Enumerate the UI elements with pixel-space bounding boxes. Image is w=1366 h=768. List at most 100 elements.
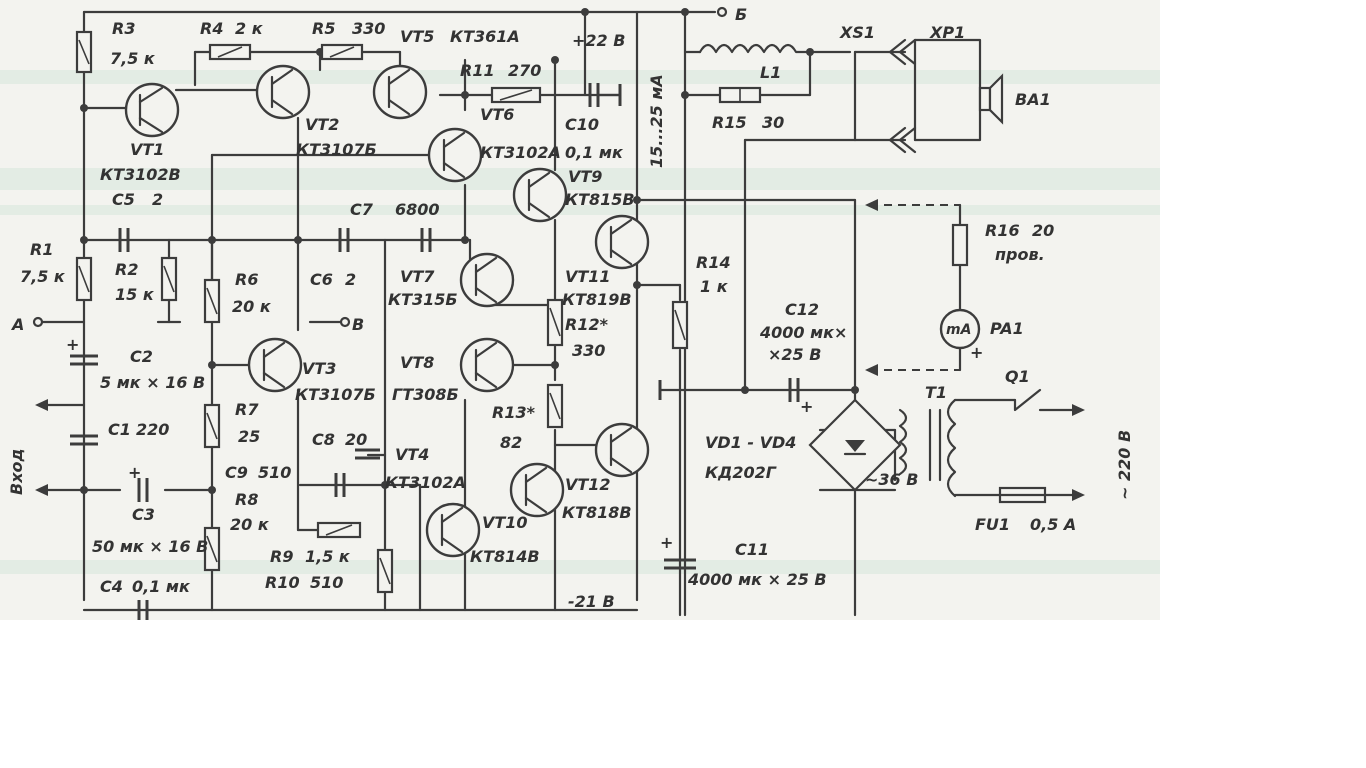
label-plus22: +22 В [572, 31, 625, 50]
terminal-a [32, 316, 44, 328]
capacitor-c12 [788, 378, 800, 402]
label-vt8: VT8 [400, 353, 434, 372]
label-q1: Q1 [1005, 367, 1030, 386]
transistor-vt11 [594, 214, 650, 270]
label-c2-plus: + [66, 335, 79, 354]
label-c8-val: 20 [345, 430, 367, 449]
label-r7: R7 [235, 400, 259, 419]
label-r9: R9 [270, 547, 293, 566]
label-r5-top-val: 330 [352, 19, 385, 38]
label-mains: ~ 220 В [1115, 430, 1134, 500]
label-bias-current: 15...25 мА [647, 74, 666, 168]
label-r3-val: 7,5 к [110, 49, 156, 68]
capacitor-c3 [137, 478, 149, 502]
transistor-vt1 [124, 82, 180, 138]
transistor-vt8 [459, 337, 515, 393]
label-r11: R11 [460, 61, 495, 80]
label-c4-val: 0,1 мк [132, 577, 191, 596]
label-b-term: Б [735, 5, 747, 24]
label-fu1-val: 0,5 А [1030, 515, 1076, 534]
label-r1-val: 7,5 к [20, 267, 66, 286]
label-r3: R3 [112, 19, 135, 38]
label-c3: C3 [132, 505, 155, 524]
label-c12: C12 [785, 300, 819, 319]
capacitor-c1 [70, 434, 98, 446]
label-vt5-type: КТ361А [450, 27, 520, 46]
label-c7: C7 [350, 200, 374, 219]
mains-arrow-top-icon [1072, 404, 1085, 416]
label-vt2: VT2 [305, 115, 339, 134]
output-arrow-icon [35, 484, 48, 496]
capacitors [70, 83, 800, 620]
label-r10: R10 [265, 573, 300, 592]
label-c6-val: 2 [345, 270, 356, 289]
label-vt4: VT4 [395, 445, 429, 464]
label-r10-val: 510 [310, 573, 343, 592]
capacitor-c6 [420, 228, 432, 252]
label-c11: C11 [735, 540, 769, 559]
label-r14-val: 1 к [700, 277, 729, 296]
transistors [124, 64, 650, 558]
label-c12-val2: ×25 В [768, 345, 821, 364]
label-r16-val: 20 [1032, 221, 1054, 240]
label-c9: C9 [225, 463, 248, 482]
label-minus21: -21 В [568, 592, 615, 611]
label-r11-val: 270 [508, 61, 541, 80]
label-fu1: FU1 [975, 515, 1010, 534]
pa1-arrow-bottom-icon [865, 364, 878, 376]
capacitor-c10 [588, 83, 622, 107]
label-t1: T1 [925, 383, 947, 402]
label-c11-val: 4000 мк × 25 В [687, 570, 827, 589]
pa1-arrow-top-icon [865, 199, 878, 211]
label-c1-val: 220 [136, 420, 169, 439]
label-r2: R2 [115, 260, 138, 279]
label-c10-val: 0,1 мк [565, 143, 624, 162]
inductor-l1 [698, 43, 814, 54]
capacitor-c7 [338, 228, 350, 252]
label-pa1-plus: + [970, 343, 983, 362]
label-vd-type: КД202Г [705, 463, 777, 482]
label-r14: R14 [696, 253, 731, 272]
pa1-ma-label: mA [946, 322, 971, 338]
label-vt1: VT1 [130, 140, 164, 159]
label-input: Вход [7, 449, 26, 495]
label-r7-val: 25 [238, 427, 260, 446]
label-vd: VD1 - VD4 [705, 433, 796, 452]
label-r9-val: 1,5 к [305, 547, 351, 566]
resistors [75, 30, 969, 594]
label-vt6-type: КТ3102А [480, 143, 561, 162]
capacitor-c9 [334, 473, 346, 497]
label-vt10-type: КТ814В [470, 547, 540, 566]
label-r12-val: 330 [572, 341, 605, 360]
diode-bridge [808, 398, 902, 492]
amplifier-schematic: mA R3 7,5 к R4 2 к R5 330 VT5 КТ361А +22… [0, 5, 1160, 620]
label-c4: C4 [100, 577, 123, 596]
label-r8-val: 20 к [230, 515, 270, 534]
label-c2-val: 5 мк × 16 В [100, 373, 205, 392]
speaker-ba1-icon [978, 73, 1004, 125]
terminal-v [339, 316, 351, 328]
label-r6-val: 20 к [232, 297, 272, 316]
capacitor-c8 [355, 448, 380, 460]
label-c3-val: 50 мк × 16 В [92, 537, 208, 556]
transistor-vt2 [255, 64, 311, 120]
label-l1: L1 [760, 63, 781, 82]
transistor-vt6 [427, 127, 483, 183]
label-c8: C8 [312, 430, 335, 449]
label-r2-val: 15 к [115, 285, 155, 304]
label-vt10: VT10 [482, 513, 528, 532]
terminals [32, 6, 1085, 501]
label-c9-val: 510 [258, 463, 291, 482]
capacitor-c11 [664, 558, 696, 570]
label-vt7-type: КТ315Б [388, 290, 458, 309]
label-vt9: VT9 [568, 167, 602, 186]
label-xp1: XP1 [929, 23, 965, 42]
label-vt11: VT11 [565, 267, 611, 286]
label-r13: R13* [492, 403, 536, 422]
capacitor-c2 [70, 354, 98, 366]
label-c6: C6 [310, 270, 333, 289]
label-r4: R4 [200, 19, 223, 38]
transistor-vt9 [512, 167, 568, 223]
label-pa1: PA1 [990, 319, 1024, 338]
label-r1: R1 [30, 240, 53, 259]
